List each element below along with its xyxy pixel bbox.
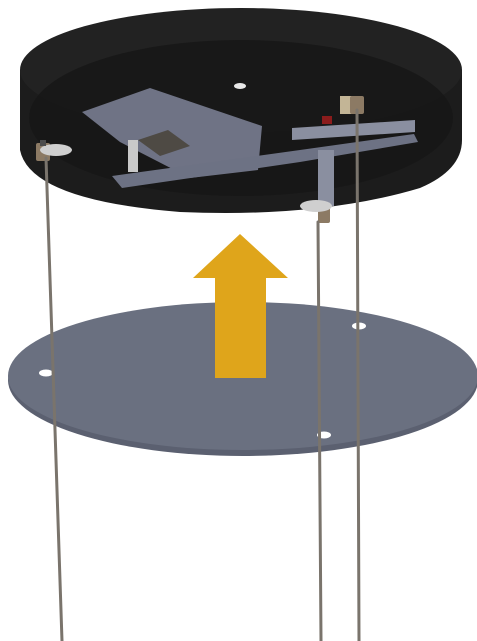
mounting-bar-drop — [318, 150, 334, 206]
up-arrow-shape — [193, 234, 288, 378]
canopy-top-hole — [234, 83, 246, 89]
gripper-right-back — [350, 96, 364, 114]
cable-grippers — [36, 96, 364, 223]
cable-right — [355, 108, 361, 641]
mounting-bar-strip — [292, 120, 415, 140]
bracket-switch — [322, 116, 332, 124]
driver-box-label — [138, 130, 190, 156]
gripper-right-front — [300, 200, 332, 223]
driver-box — [82, 88, 262, 178]
up-arrow — [193, 234, 288, 378]
cable-middle — [316, 220, 323, 641]
gripper-left — [36, 140, 72, 161]
mounting-bar-body — [112, 134, 418, 188]
suspension-cables — [44, 108, 361, 641]
cable-left — [44, 156, 64, 641]
cover-plate-hole-left — [39, 369, 53, 377]
driver-box-leg — [128, 140, 138, 172]
